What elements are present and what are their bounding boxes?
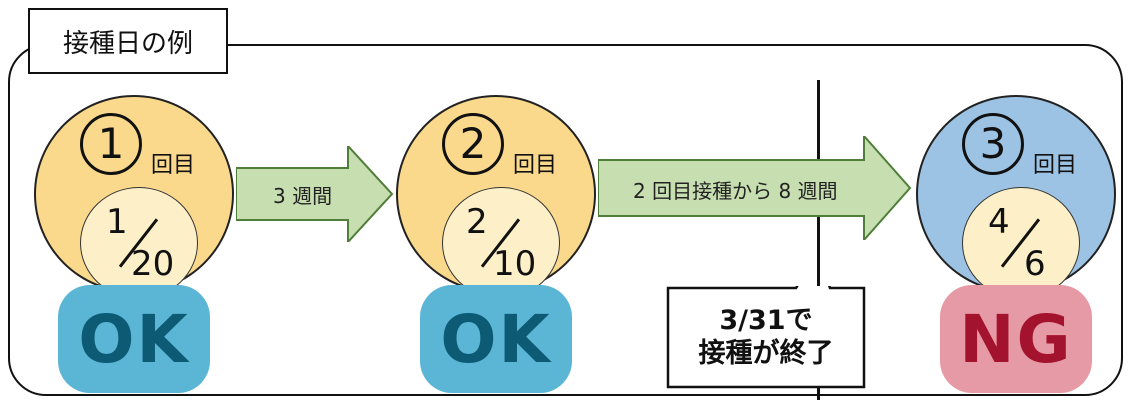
dose-3-status-text: NG (959, 300, 1073, 378)
callout-line-2: 接種が終了 (698, 337, 834, 369)
title-text: 接種日の例 (62, 28, 193, 59)
dose-3-suffix: 回目 (1033, 153, 1078, 178)
dose-1-suffix: 回目 (151, 153, 196, 178)
outer-frame (8, 44, 1123, 396)
end-date-callout: 3/31で 接種が終了 (666, 286, 866, 389)
dose-1-status-text: OK (78, 300, 190, 378)
dose-3-day: 6 (1024, 244, 1046, 284)
dose-2-number-circle: 2 (442, 113, 504, 175)
end-date-divider-line (817, 80, 820, 400)
callout-line-1: 3/31で (719, 305, 813, 337)
arrow-1 (236, 146, 394, 242)
dose-1-day: 20 (131, 244, 175, 284)
dose-3: 3 回目 4 6 NG (916, 95, 1116, 395)
dose-2-suffix: 回目 (513, 153, 558, 178)
arrow-2 (598, 136, 912, 240)
dose-1-month: 1 (106, 202, 128, 242)
title-box: 接種日の例 (28, 8, 228, 74)
dose-3-status-badge: NG (940, 285, 1092, 393)
dose-1: 1 回目 1 20 OK (34, 95, 234, 395)
arrow-1-label: 3 週間 (273, 184, 333, 208)
dose-1-number-circle: 1 (80, 113, 142, 175)
dose-1-status-badge: OK (58, 285, 210, 393)
dose-3-number-circle: 3 (962, 113, 1024, 175)
dose-3-month: 4 (988, 202, 1010, 242)
dose-2-status-text: OK (440, 300, 552, 378)
arrow-2-label: 2 回目接種から 8 週間 (633, 179, 838, 203)
dose-2-month: 2 (466, 202, 488, 242)
dose-2-status-badge: OK (420, 285, 572, 393)
dose-2-number: 2 (459, 119, 487, 168)
dose-2-day: 10 (493, 244, 537, 284)
dose-1-number: 1 (97, 119, 125, 168)
dose-3-number: 3 (979, 119, 1007, 168)
dose-2: 2 回目 2 10 OK (396, 95, 596, 395)
